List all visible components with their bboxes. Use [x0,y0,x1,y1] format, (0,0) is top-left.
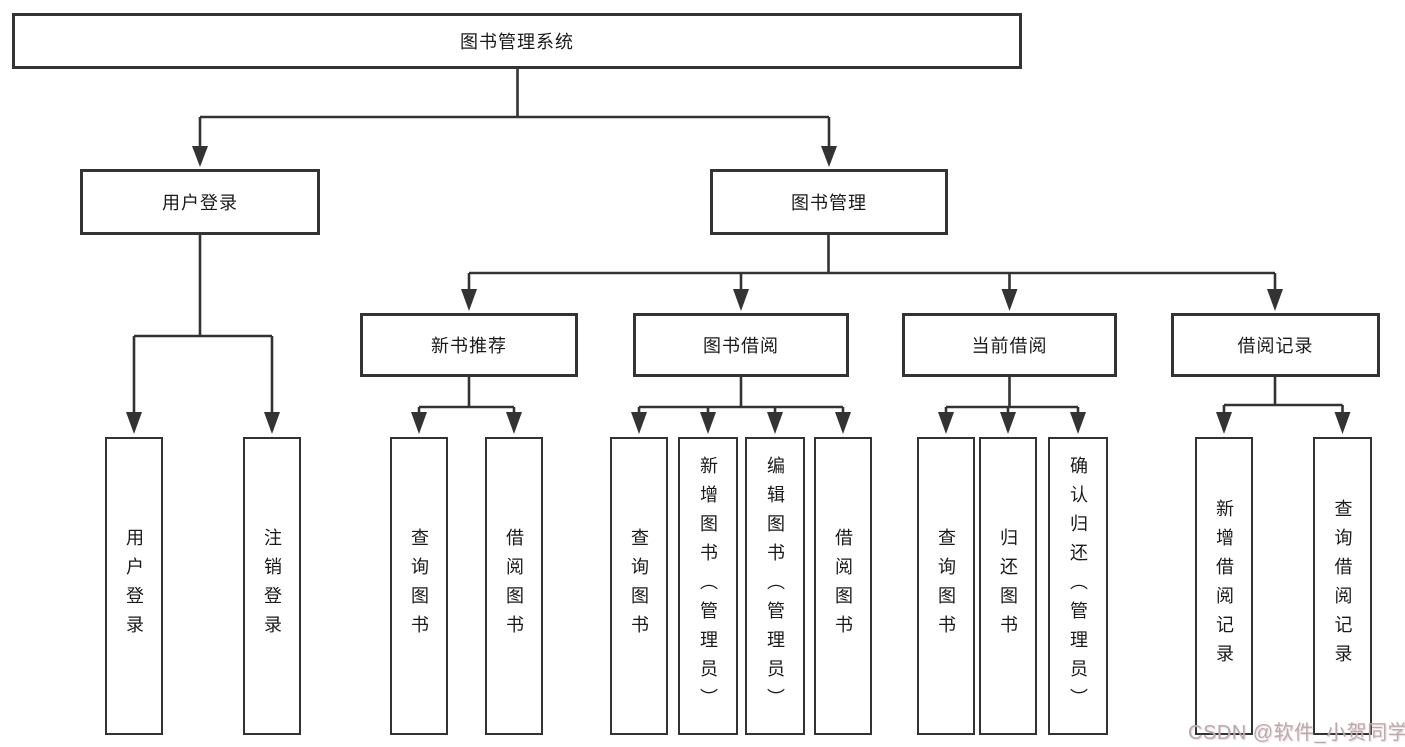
leaf-current-query-books: 查询图书 [917,437,975,735]
leaf-user-login-label: 用户登录 [124,528,144,644]
leaf-newbook-borrow-books-label: 借阅图书 [504,528,524,644]
connector-bookmgmt-to-level3 [461,235,1283,311]
arrowhead-icon [1070,412,1086,434]
csdn-watermark: CSDN @软件_小贺同学 [1188,722,1405,744]
leaf-query-borrow-record: 查询借阅记录 [1313,437,1372,735]
arrowhead-icon [821,146,837,167]
arrowhead-icon [767,412,783,434]
connector-borrow-to-leaves [631,377,851,434]
leaf-current-query-books-label: 查询图书 [936,528,956,644]
node-root-label: 图书管理系统 [460,32,574,52]
leaf-add-books-admin-label: 新增图书（管理员） [698,455,718,717]
node-user-login: 用户登录 [80,169,320,235]
arrowhead-icon [938,412,954,434]
arrowhead-icon [1216,412,1232,434]
arrowhead-icon [506,412,522,434]
leaf-edit-books-admin-label: 编辑图书（管理员） [765,455,785,717]
node-new-book-recommend-label: 新书推荐 [431,336,507,356]
arrowhead-icon [461,289,477,311]
leaf-borrow-query-books: 查询图书 [610,437,668,735]
arrowhead-icon [631,412,647,434]
arrowhead-icon [126,412,142,434]
leaf-borrow-query-books-label: 查询图书 [629,528,649,644]
node-book-borrow-label: 图书借阅 [703,336,779,356]
arrowhead-icon [411,412,427,434]
connector-root-to-level2 [192,68,837,167]
node-book-borrow: 图书借阅 [633,313,849,377]
leaf-newbook-query-books-label: 查询图书 [409,528,429,644]
connector-current-to-leaves [938,377,1086,434]
node-book-management: 图书管理 [710,169,948,235]
connector-newbook-to-leaves [411,377,522,434]
leaf-newbook-query-books: 查询图书 [390,437,448,735]
arrowhead-icon [733,289,749,311]
node-book-management-label: 图书管理 [791,193,867,213]
arrowhead-icon [1334,412,1351,434]
leaf-return-books: 归还图书 [979,437,1037,735]
arrowhead-icon [700,412,716,434]
arrowhead-icon [1001,289,1018,311]
leaf-confirm-return-admin-label: 确认归还（管理员） [1068,455,1088,717]
connector-records-to-leaves [1216,377,1351,434]
node-current-borrow: 当前借阅 [902,313,1117,377]
node-borrow-records-label: 借阅记录 [1237,336,1314,356]
node-user-login-label: 用户登录 [162,193,238,213]
node-current-borrow-label: 当前借阅 [971,336,1048,356]
arrowhead-icon [835,412,851,434]
arrowhead-icon [192,146,208,167]
node-borrow-records: 借阅记录 [1171,313,1380,377]
leaf-query-borrow-record-label: 查询借阅记录 [1332,499,1353,673]
leaf-user-login: 用户登录 [105,437,163,735]
leaf-return-books-label: 归还图书 [998,528,1018,644]
leaf-borrow-books: 借阅图书 [814,437,872,735]
leaf-confirm-return-admin: 确认归还（管理员） [1048,437,1108,735]
leaf-add-borrow-record-label: 新增借阅记录 [1214,499,1234,673]
connector-userlogin-to-leaves [126,235,280,434]
node-root: 图书管理系统 [12,13,1022,69]
leaf-add-books-admin: 新增图书（管理员） [678,437,738,735]
leaf-logout: 注销登录 [243,437,301,735]
node-new-book-recommend: 新书推荐 [360,313,578,377]
arrowhead-icon [1000,412,1016,434]
leaf-edit-books-admin: 编辑图书（管理员） [745,437,805,735]
leaf-borrow-books-label: 借阅图书 [833,528,853,644]
arrowhead-icon [264,412,280,434]
leaf-newbook-borrow-books: 借阅图书 [485,437,543,735]
leaf-add-borrow-record: 新增借阅记录 [1195,437,1253,735]
arrowhead-icon [1267,289,1283,311]
leaf-logout-label: 注销登录 [262,528,282,644]
